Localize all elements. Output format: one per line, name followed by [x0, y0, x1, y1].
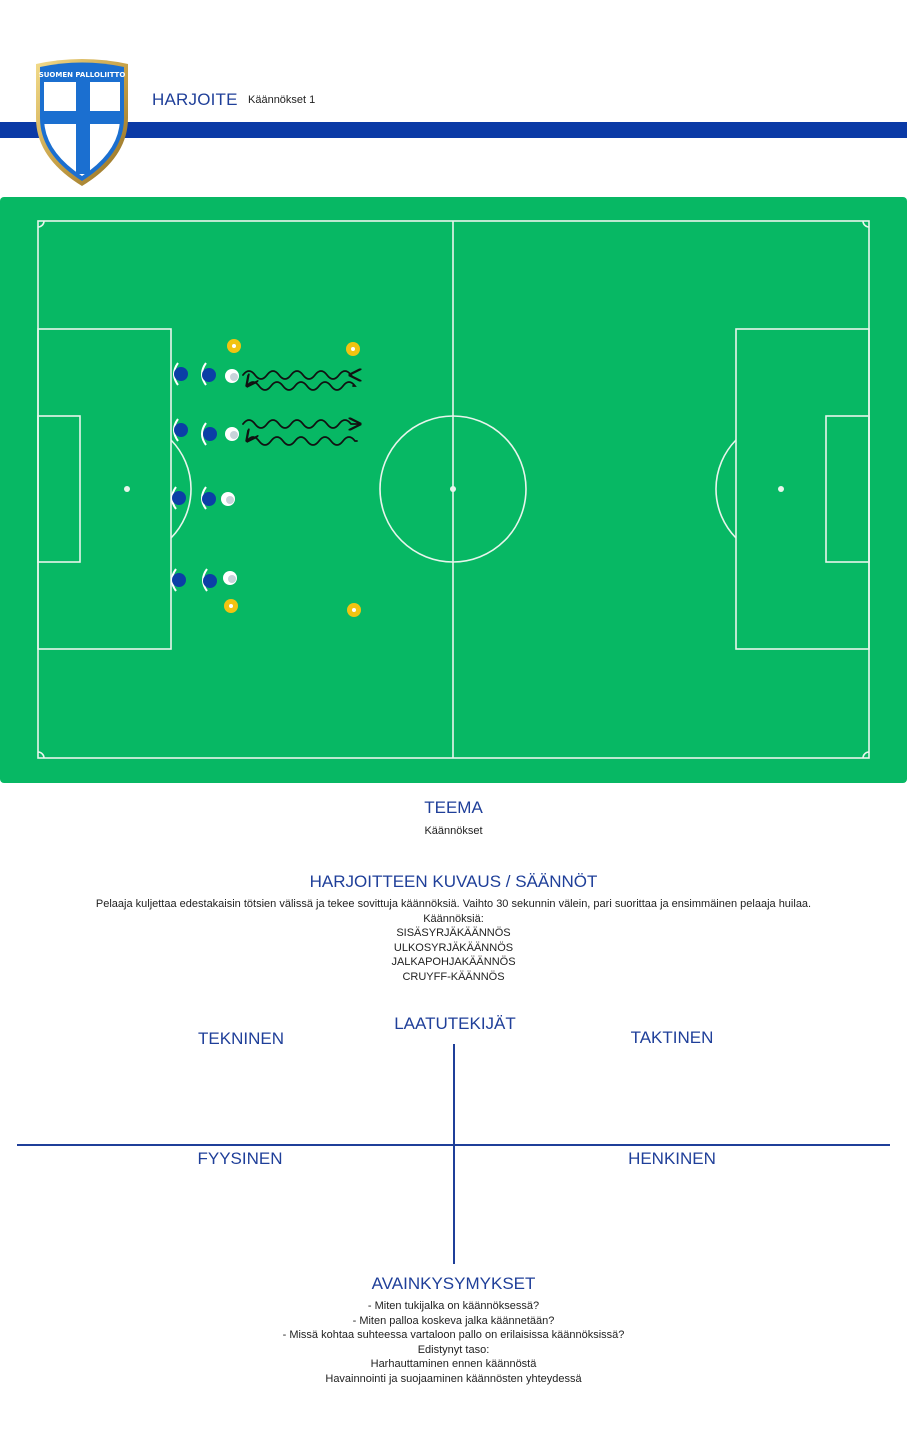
player-group	[171, 486, 235, 510]
player-marker	[173, 418, 188, 442]
dribble-arrows	[242, 371, 360, 446]
quality-tactical: TAKTINEN	[630, 1028, 714, 1047]
player-marker	[173, 362, 188, 386]
cones	[224, 339, 361, 617]
description-line: SISÄSYRJÄKÄÄNNÖS	[396, 927, 511, 940]
header-bar	[0, 122, 907, 138]
theme-value: Käännökset	[424, 825, 483, 837]
cone-marker	[224, 599, 238, 613]
quality-mental: HENKINEN	[628, 1149, 716, 1168]
key-question-line: Havainnointi ja suojaaminen käännösten y…	[325, 1372, 582, 1385]
ball-marker	[221, 492, 235, 506]
pitch-markings	[37, 220, 870, 759]
suomen-palloliitto-logo: SUOMEN PALLOLIITTO	[36, 59, 128, 186]
key-question-line: - Miten palloa koskeva jalka käännetään?	[352, 1314, 555, 1327]
player-group	[173, 418, 239, 446]
player-marker	[171, 568, 186, 592]
quality-technical: TEKNINEN	[198, 1029, 284, 1048]
center-spot	[450, 486, 456, 492]
dribble-arrow	[242, 420, 360, 428]
exercise-name: Käännökset 1	[248, 94, 316, 106]
pitch-diagram	[0, 197, 907, 783]
key-question-line: Edistynyt taso:	[417, 1343, 490, 1356]
player-marker	[171, 486, 186, 510]
dribble-arrow	[247, 382, 357, 391]
key-questions-title: AVAINKYSYMYKSET	[371, 1274, 536, 1293]
quality-title: LAATUTEKIJÄT	[394, 1014, 516, 1033]
description-line: Käännöksiä:	[423, 912, 484, 925]
dribble-arrow	[242, 371, 351, 379]
key-question-line: Harhauttaminen ennen käännöstä	[370, 1358, 537, 1371]
description-title: HARJOITTEEN KUVAUS / SÄÄNNÖT	[309, 872, 598, 891]
page-title: HARJOITE	[152, 90, 238, 109]
key-question-line: - Miten tukijalka on käännöksessä?	[367, 1300, 540, 1312]
player-marker	[202, 568, 217, 592]
player-group	[171, 568, 237, 592]
left-penalty-spot	[124, 486, 130, 492]
player-marker	[201, 422, 217, 446]
description-text: Pelaaja kuljettaa edestakaisin tötsien v…	[0, 897, 907, 985]
ball-marker	[225, 369, 239, 383]
player-group	[173, 362, 239, 386]
cone-marker	[346, 342, 360, 356]
dribble-arrow	[247, 437, 358, 446]
cone-marker	[347, 603, 361, 617]
description-line: ULKOSYRJÄKÄÄNNÖS	[393, 941, 514, 954]
player-marker	[201, 486, 216, 510]
quality-physical: FYYSINEN	[197, 1149, 283, 1168]
description-line: Pelaaja kuljettaa edestakaisin tötsien v…	[95, 898, 812, 910]
svg-text:SUOMEN PALLOLIITTO: SUOMEN PALLOLIITTO	[39, 71, 126, 79]
description-line: CRUYFF-KÄÄNNÖS	[402, 970, 505, 983]
quadrant-horizontal-line	[17, 1144, 890, 1146]
description-line: JALKAPOHJAKÄÄNNÖS	[391, 956, 516, 969]
theme-title: TEEMA	[424, 798, 483, 817]
cone-marker	[227, 339, 241, 353]
key-questions-text: - Miten tukijalka on käännöksessä? - Mit…	[0, 1299, 907, 1387]
player-marker	[201, 362, 216, 386]
quadrant-vertical-line	[453, 1044, 455, 1264]
ball-marker	[225, 427, 239, 441]
key-question-line: - Missä kohtaa suhteessa vartaloon pallo…	[282, 1329, 625, 1342]
right-penalty-spot	[778, 486, 784, 492]
ball-marker	[223, 571, 237, 585]
